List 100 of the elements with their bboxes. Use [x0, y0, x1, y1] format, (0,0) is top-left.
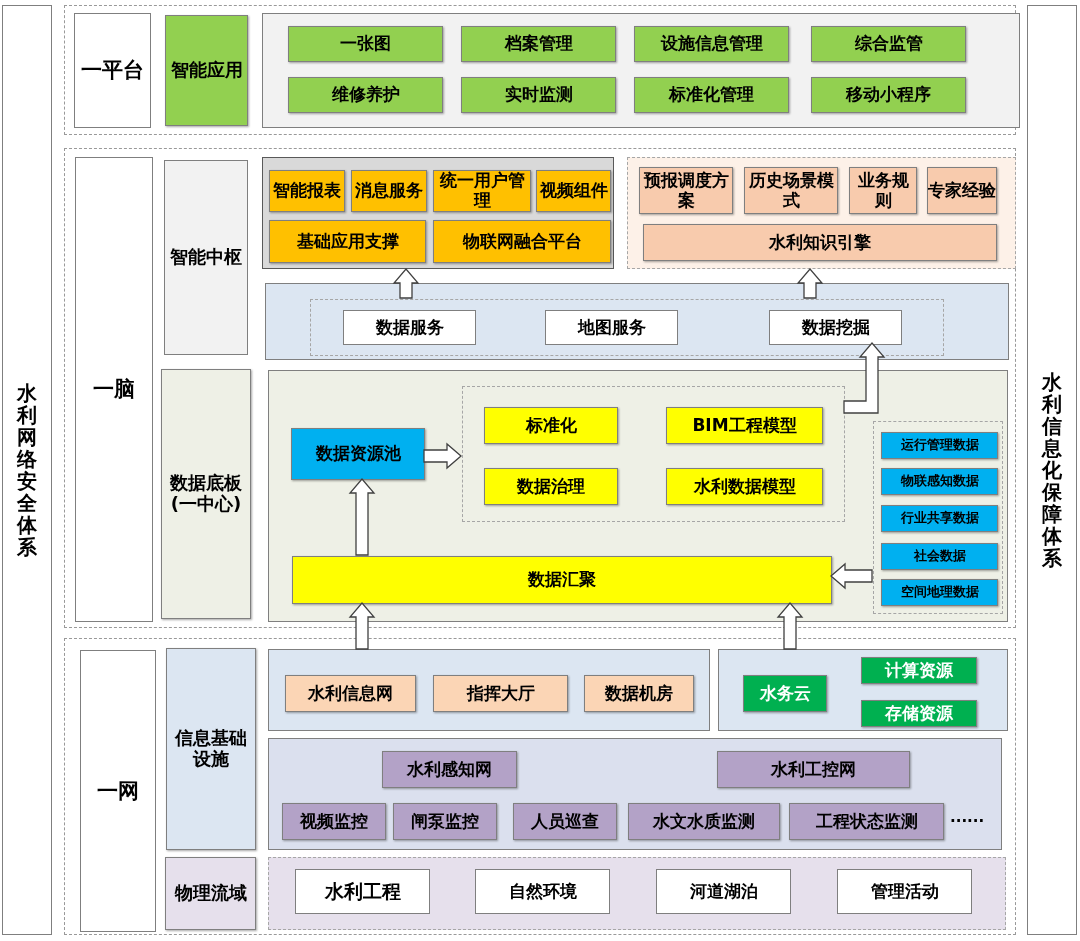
- service-box: [536, 170, 611, 212]
- category-box: [165, 857, 256, 930]
- box-label: 一张图: [340, 34, 391, 54]
- box-label: 业务规则: [856, 170, 910, 211]
- box-label: 标准化管理: [669, 85, 754, 105]
- monitoring-box: [628, 803, 780, 840]
- panel: [268, 738, 1002, 850]
- panel: [262, 13, 1020, 128]
- box-label: 数据底板(一中心): [169, 473, 243, 515]
- service-box: [343, 310, 476, 345]
- box-label: 历史场景模式: [747, 170, 835, 211]
- block-arrow: [348, 478, 376, 556]
- panel: [627, 157, 1016, 269]
- knowledge-box: [849, 167, 917, 214]
- ellipsis-text: ......: [950, 808, 985, 826]
- model-box: [484, 407, 618, 444]
- box-label: 信息基础设施: [173, 728, 248, 770]
- box-label: 视频组件: [539, 181, 608, 201]
- dashed-group: [462, 386, 845, 522]
- panel: [268, 649, 710, 731]
- facility-box: [584, 675, 694, 712]
- box-label: 视频监控: [300, 811, 368, 832]
- data-source-box: [881, 543, 998, 570]
- box-label: 一平台: [81, 58, 144, 83]
- app-box: [634, 77, 789, 113]
- service-box: [269, 220, 426, 263]
- model-box: [666, 407, 823, 444]
- box-label: 数据资源池: [315, 444, 401, 464]
- box-label: 智能中枢: [170, 247, 242, 268]
- box-label: 实时监测: [504, 85, 573, 105]
- box-label: 河道湖泊: [689, 881, 758, 902]
- resource-box: [861, 700, 977, 727]
- block-arrow: [348, 602, 376, 650]
- service-box: [351, 170, 427, 212]
- box-label: 水利信息网: [308, 683, 393, 704]
- box-label: 水利网络安全体系: [17, 382, 37, 558]
- box-label: 水利知识引擎: [769, 232, 871, 253]
- category-box: [165, 15, 248, 126]
- box-label: 设施信息管理: [660, 34, 763, 54]
- service-box: [545, 310, 678, 345]
- box-label: 智能应用: [170, 60, 243, 81]
- box-label: BIM工程模型: [692, 415, 797, 436]
- box-label: 智能报表: [273, 181, 341, 201]
- app-box: [811, 77, 966, 113]
- layer-title-box: [80, 650, 156, 932]
- block-arrow: [392, 268, 420, 299]
- box-label: 计算资源: [885, 660, 953, 681]
- data-pool-box: [291, 428, 425, 480]
- box-label: 水利感知网: [407, 759, 492, 780]
- app-box: [634, 26, 789, 62]
- panel: [262, 157, 614, 269]
- monitoring-box: [513, 803, 617, 840]
- knowledge-engine-box: [643, 224, 997, 261]
- aggregation-bar: [292, 556, 832, 604]
- box-label: 物联网融合平台: [462, 231, 582, 252]
- box-label: 水文水质监测: [653, 811, 755, 832]
- layer-title-box: [75, 157, 153, 622]
- box-label: 预报调度方案: [642, 170, 730, 211]
- panel: [718, 649, 1008, 731]
- block-arrow: [423, 442, 462, 470]
- box-label: 水利工控网: [771, 759, 856, 780]
- box-label: 管理活动: [870, 881, 939, 902]
- box-label: 标准化: [525, 415, 577, 436]
- data-source-box: [881, 505, 998, 532]
- service-box: [269, 170, 345, 212]
- box-label: 水利数据模型: [693, 476, 796, 497]
- box-label: 移动小程序: [846, 85, 931, 105]
- block-arrow: [796, 268, 824, 299]
- app-box: [461, 26, 616, 62]
- app-box: [288, 26, 443, 62]
- category-box: [166, 648, 256, 850]
- box-label: 闸泵监控: [411, 811, 479, 832]
- dashed-group: [873, 421, 1003, 614]
- dashed-group: [310, 299, 944, 356]
- box-label: 基础应用支撑: [296, 231, 399, 252]
- monitoring-box: [393, 803, 497, 840]
- monitoring-box: [282, 803, 386, 840]
- box-label: 行业共享数据: [900, 511, 979, 526]
- block-arrow: [776, 602, 804, 650]
- side-column: [1027, 5, 1077, 935]
- category-box: [161, 369, 251, 619]
- domain-box: [656, 869, 791, 914]
- app-box: [811, 26, 966, 62]
- box-label: 数据服务: [375, 317, 444, 338]
- resource-box: [861, 657, 977, 684]
- knowledge-box: [927, 167, 997, 214]
- network-box: [717, 751, 910, 788]
- box-label: 统一用户管理: [438, 171, 526, 211]
- box-label: 存储资源: [885, 703, 953, 724]
- box-label: 档案管理: [504, 34, 573, 54]
- model-box: [666, 468, 823, 505]
- domain-box: [837, 869, 972, 914]
- box-label: 社会数据: [913, 549, 966, 564]
- data-source-box: [881, 432, 998, 459]
- model-box: [484, 468, 618, 505]
- box-label: 消息服务: [355, 181, 423, 201]
- domain-box: [295, 869, 430, 914]
- monitoring-box: [789, 803, 944, 840]
- network-box: [382, 751, 517, 788]
- data-source-box: [881, 468, 998, 495]
